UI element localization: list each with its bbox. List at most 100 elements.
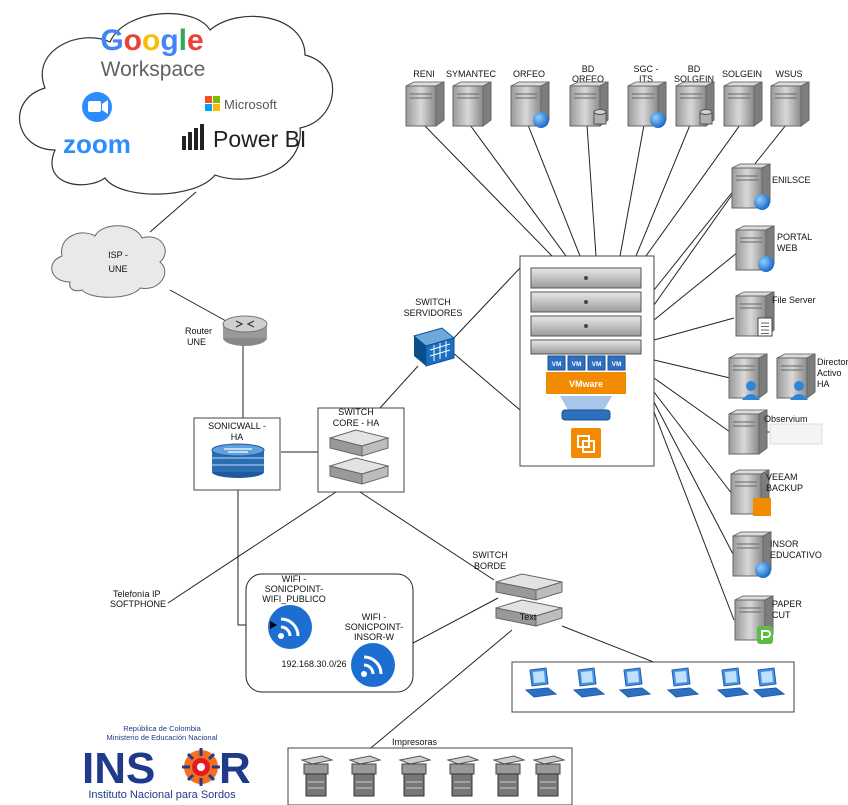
server-icon <box>735 225 775 272</box>
server-icon <box>569 81 609 127</box>
vmware-brand: VMware <box>569 379 603 389</box>
user-icon <box>742 381 760 400</box>
globe-icon <box>533 112 549 128</box>
vm-box <box>567 355 586 371</box>
wifi-subnet: 192.168.30.0/26 <box>281 659 346 669</box>
sonicwall-label-1: SONICWALL - <box>208 421 266 431</box>
server-icon <box>730 469 771 516</box>
switch-servidores-icon <box>412 327 456 367</box>
wifi-insor-label-1: WIFI - <box>362 612 387 622</box>
database-icon <box>699 109 713 125</box>
server-icon <box>728 353 768 400</box>
server-right-label: INSOR <box>770 539 799 549</box>
pc-icon <box>752 667 786 698</box>
server-top-label: SYMANTEC <box>446 69 497 79</box>
server-right-label: ENILSCE <box>772 175 811 185</box>
vm-box <box>587 355 606 371</box>
server-icon <box>452 81 492 127</box>
server-top-label-2: ORFEO <box>572 74 604 84</box>
telefonia-label-1: Telefonía IP <box>113 589 161 599</box>
server-top-label: BD <box>688 64 701 74</box>
powerbi-text: Power BI <box>213 126 306 152</box>
pc-icon <box>716 667 750 698</box>
zoom-icon <box>82 92 112 122</box>
vm-box <box>607 355 626 371</box>
printer-icon <box>446 755 480 797</box>
vm-label: VM <box>552 361 562 368</box>
printer-icon <box>300 755 334 797</box>
vm-label: VM <box>572 361 582 368</box>
user-icon <box>790 381 808 400</box>
switch-borde-inner-text: Text <box>520 612 537 622</box>
server-top-label: SGC - <box>633 64 658 74</box>
server-right-label: HA <box>817 379 830 389</box>
switch-servidores-label-2: SERVIDORES <box>404 308 463 318</box>
vm-boxes: VM VM VM VM <box>547 355 626 371</box>
server-right-label: Directorio <box>817 357 848 367</box>
wifi-insor-icon <box>351 643 395 687</box>
printer-icon <box>398 755 432 797</box>
veeam-icon <box>753 498 771 516</box>
server-right-label: CUT <box>772 610 791 620</box>
powerbi-icon <box>182 124 204 150</box>
wifi-publico-label-3: WIFI_PUBLICO <box>262 594 326 604</box>
sonicwall-box: SONICWALL - HA <box>193 417 281 491</box>
server-right-label: PAPER <box>772 599 802 609</box>
pc-icon <box>524 667 558 698</box>
printer-icon <box>348 755 382 797</box>
insor-logo: República de Colombia Ministerio de Educ… <box>82 724 251 801</box>
vm-label: VM <box>612 361 622 368</box>
vmware-funnel <box>560 396 612 410</box>
pc-icon <box>618 667 652 698</box>
server-right-label: VEEAM <box>766 472 798 482</box>
server-icon <box>731 163 771 210</box>
server-icon <box>770 81 810 127</box>
document-icon <box>757 317 773 337</box>
server-icon <box>728 409 768 455</box>
server-top-label: WSUS <box>776 69 803 79</box>
isp-label-1: ISP - <box>108 250 128 260</box>
microsoft-icon <box>205 96 220 111</box>
arrow-head <box>270 621 277 629</box>
database-icon <box>593 109 607 125</box>
vm-box <box>547 355 566 371</box>
wifi-publico-label-1: WIFI - <box>282 574 307 584</box>
switch-borde-label-1: SWITCH <box>472 550 508 560</box>
google-logo-text: Google <box>100 24 203 57</box>
router-icon <box>222 315 268 346</box>
wifi-publico-icon <box>268 605 312 649</box>
server-icon <box>627 81 667 128</box>
server-right-label: EDUCATIVO <box>770 550 822 560</box>
observium-thumbnail <box>769 423 823 445</box>
switch-core-icon <box>328 429 390 485</box>
globe-icon <box>650 112 666 128</box>
logo-line-2: Ministerio de Educación Nacional <box>107 733 218 742</box>
firewall-icon <box>211 443 265 478</box>
switch-core-label-2: CORE - HA <box>333 418 380 428</box>
pc-group <box>511 661 795 713</box>
logo-part-1: INS <box>82 744 155 793</box>
server-right-label: BACKUP <box>766 483 803 493</box>
rack-server-units <box>530 267 642 355</box>
server-icon <box>405 81 445 127</box>
microsoft-text: Microsoft <box>224 97 277 112</box>
logo-line-1: República de Colombia <box>123 724 201 733</box>
pc-icon <box>572 667 606 698</box>
connection-lines <box>149 124 816 753</box>
vmware-host-bar <box>561 409 611 421</box>
zoom-text: zoom <box>63 129 131 159</box>
vm-label: VM <box>592 361 602 368</box>
globe-icon <box>758 256 774 272</box>
wifi-publico-label-2: SONICPOINT- <box>265 584 324 594</box>
server-right-label: File Server <box>772 295 816 305</box>
server-right-label: PORTAL <box>777 232 812 242</box>
server-icon <box>675 81 715 127</box>
logo-star-icon <box>182 748 220 786</box>
papercut-icon <box>757 626 773 644</box>
switch-borde-icon <box>495 573 563 627</box>
impresoras-label: Impresoras <box>392 737 438 747</box>
printer-group: Impresoras <box>287 737 573 805</box>
server-right-label: Activo <box>817 368 842 378</box>
